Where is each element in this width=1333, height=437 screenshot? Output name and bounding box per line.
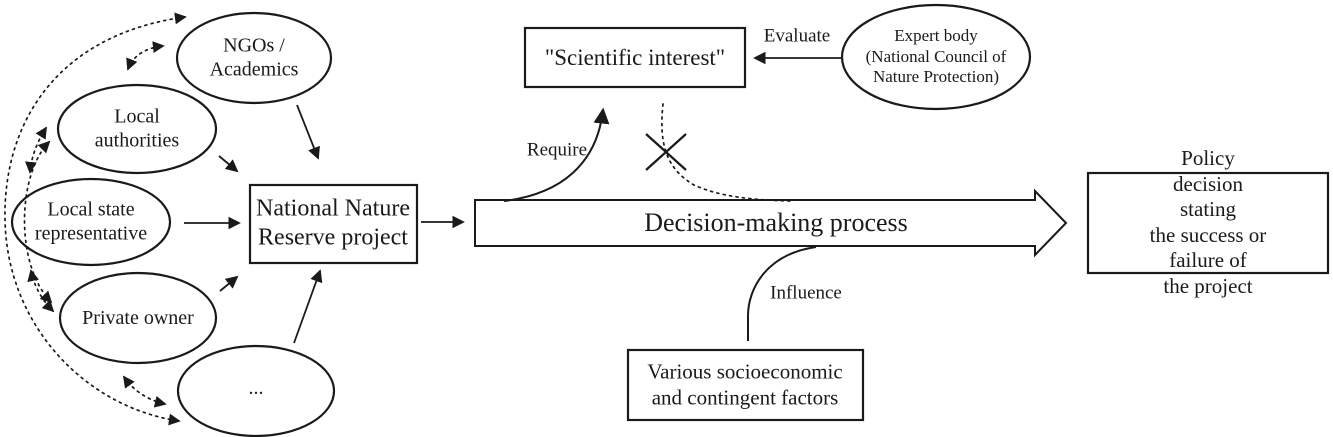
label-local-authorities: Local authorities <box>94 105 180 152</box>
box-scientific-interest <box>523 26 747 89</box>
arc-authorities-owner-long <box>23 140 53 304</box>
arrow-others-to-project <box>293 269 323 344</box>
arc-owner-others <box>122 375 167 408</box>
box-nnr-project <box>248 183 419 265</box>
ellipse-expert-body <box>840 3 1032 111</box>
arc-ngos-others-long <box>4 12 187 426</box>
arrow-authorities-to-project <box>218 155 239 173</box>
label-local-state-representative: Local state representative <box>34 198 148 245</box>
arc-authorities-state-rep <box>24 126 47 174</box>
label-decision-process: Decision-making process <box>644 208 908 238</box>
arc-ngos-authorities <box>126 41 165 71</box>
label-influence: Influence <box>770 282 842 304</box>
dotted-rejected-link <box>661 103 791 202</box>
arrow-ngos-to-project <box>296 104 320 160</box>
label-other-stakeholders: ... <box>248 376 264 399</box>
box-policy-decision <box>1086 171 1330 275</box>
decision-process-arrow-shape <box>474 188 1068 258</box>
label-scientific-interest: "Scientific interest" <box>544 44 726 70</box>
label-ngos-academics: NGOs / Academics <box>209 34 299 81</box>
label-evaluate: Evaluate <box>763 25 831 47</box>
label-require: Require <box>526 139 588 161</box>
label-private-owner: Private owner <box>82 306 194 329</box>
curve-influence <box>747 246 817 341</box>
arrow-owner-to-project <box>219 275 239 292</box>
cross-out-icon <box>645 133 687 171</box>
box-socioeconomic-factors <box>626 348 865 422</box>
label-nnr-project: National Nature Reserve project <box>256 195 410 251</box>
label-policy-decision: Policy decision stating the success or f… <box>1149 146 1267 299</box>
arrow-require <box>503 107 610 202</box>
label-expert-body: Expert body (National Council of Nature … <box>865 25 1007 87</box>
label-socioeconomic-factors: Various socioeconomic and contingent fac… <box>647 359 843 409</box>
